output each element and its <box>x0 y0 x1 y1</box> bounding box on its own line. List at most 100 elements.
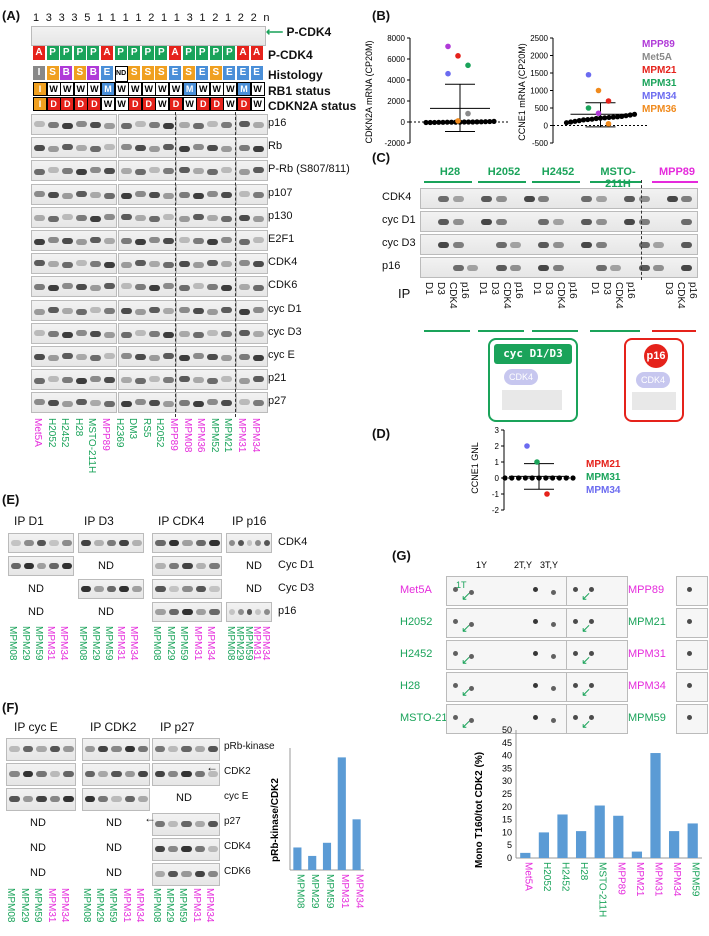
blot-band <box>221 215 232 222</box>
blot-strip <box>176 160 236 182</box>
blot-band <box>239 329 250 336</box>
blot-strip <box>118 322 176 344</box>
y-tick-label: 1500 <box>530 69 548 78</box>
y-tick-label: 1 <box>495 458 500 467</box>
blot-row-label: CDK2 <box>224 766 251 777</box>
lane-label: H28 <box>72 418 84 437</box>
blot-band <box>253 306 264 313</box>
rb1-cell: W <box>196 82 211 96</box>
ccne1-point <box>563 120 570 126</box>
blot-strip <box>236 322 268 344</box>
phospho-spot <box>453 683 458 688</box>
mono-t160-bar <box>520 852 531 858</box>
phospho-spot <box>453 651 458 656</box>
ip-underline <box>478 330 524 332</box>
blot-row-label: cyc D1 <box>268 302 302 315</box>
ip-underline <box>532 330 578 332</box>
blot-band <box>104 213 115 220</box>
ccne1-gnl-point <box>563 475 569 481</box>
blot-band <box>509 242 521 248</box>
blot-strip <box>236 253 268 275</box>
blot-band <box>246 609 253 615</box>
blot-band <box>253 330 264 337</box>
blot-band <box>104 331 115 338</box>
blot-strip <box>176 183 236 205</box>
blot-band <box>135 190 146 197</box>
cdkn2a-scatter-chart: CDKN2A mRNA (CP20M) -2000020004000600080… <box>364 34 510 148</box>
rb1-cell: W <box>46 82 61 96</box>
blot-strip <box>176 137 236 159</box>
blot-band <box>90 191 101 198</box>
blot-band <box>538 196 550 202</box>
lane-label: H2052 <box>154 418 166 448</box>
green-arrow-icon: ↙ <box>581 653 592 667</box>
blot-band <box>163 144 174 151</box>
blot-band <box>62 192 73 199</box>
blot-band <box>121 168 132 175</box>
y-tick-label: 40 <box>502 751 512 761</box>
ccne1-gnl-highlight-point <box>534 459 540 465</box>
blot-band <box>452 196 464 202</box>
pcdk4-cell: P <box>114 46 127 60</box>
blot-strip <box>176 322 236 344</box>
blot-band <box>149 285 160 292</box>
ip-lane-label: D3 <box>543 282 554 295</box>
cdkn2a-point <box>444 119 450 125</box>
spot-label: 3T,Y <box>540 560 559 570</box>
y-tick-label: 20 <box>502 802 512 812</box>
blot-strip <box>176 346 236 367</box>
nd-label: ND <box>30 817 46 829</box>
cdkn2a-cell: W <box>250 97 265 111</box>
ip-group-label: H2052 <box>487 166 521 178</box>
histology-cell: I <box>33 66 45 80</box>
blot-band <box>62 401 73 408</box>
lane-label: RS5 <box>140 418 152 438</box>
ccne1-gnl-point <box>509 475 515 481</box>
blot-band <box>34 214 45 221</box>
blot-band <box>193 168 204 175</box>
histology-cell: E <box>223 66 236 80</box>
blot-band <box>76 284 87 291</box>
ccne1-point <box>606 114 612 121</box>
blot-band <box>106 540 117 546</box>
spot-thumbnail <box>632 392 676 410</box>
blot-band <box>135 214 146 221</box>
phospho-spot <box>687 619 692 624</box>
blot-band <box>111 796 122 802</box>
blot-strip <box>31 276 117 298</box>
blot-band <box>48 285 59 292</box>
blot-band <box>104 123 115 129</box>
cdkn2a-cell: D <box>73 97 88 111</box>
blot-band <box>36 563 47 569</box>
rb1-cell: W <box>250 82 265 96</box>
n-value: 1 <box>33 12 40 24</box>
blot-band <box>163 401 174 408</box>
blot-band <box>595 196 607 202</box>
blot-band <box>22 746 34 752</box>
prb-kinase-bar <box>322 842 332 870</box>
spot-blot: ↙ <box>566 704 628 734</box>
blot-band <box>193 377 204 384</box>
blot-band <box>221 355 232 361</box>
blot-strip <box>6 763 76 786</box>
blot-band <box>481 219 493 225</box>
blot-band <box>638 242 650 248</box>
phospho-spot <box>551 654 556 659</box>
blot-band <box>149 215 160 222</box>
blot-band <box>149 261 160 268</box>
cdkn2a-point <box>482 119 489 125</box>
ip-heading: IP CDK2 <box>90 720 137 734</box>
blot-band <box>253 355 264 361</box>
lane-label: MPM34 <box>205 626 217 661</box>
rb1-cell: W <box>141 82 156 96</box>
blot-band <box>36 540 47 546</box>
ip-underline <box>424 330 470 332</box>
phospho-spot <box>469 622 474 627</box>
mono-t160-bar <box>687 823 698 858</box>
prb-kinase-ylabel: pRb-kinase/CDK2 <box>270 778 281 862</box>
blot-band <box>207 260 218 267</box>
blot-band <box>155 609 166 615</box>
blot-band <box>124 746 135 752</box>
blot-band <box>76 308 87 315</box>
